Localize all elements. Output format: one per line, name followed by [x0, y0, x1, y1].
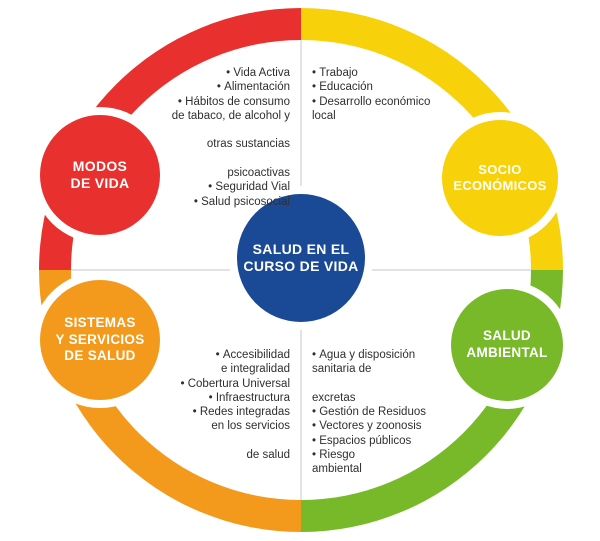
modos-item: Salud psicosocial — [140, 195, 290, 209]
sistemas-item-text: Cobertura Universal — [187, 377, 290, 390]
modos-item-text: otras sustancias — [206, 138, 290, 151]
ambiental-item-text: sanitaria de — [312, 363, 372, 376]
sistemas-item-text: e integralidad — [220, 363, 290, 376]
modos-item: Vida Activa — [140, 66, 290, 80]
label-sistemas-line3: DE SALUD — [64, 348, 136, 364]
ambiental-item-text: Espacios públicos — [319, 434, 412, 447]
ambiental-item-text: excretas — [312, 391, 356, 404]
ambiental-item: Espacios públicos — [312, 434, 472, 448]
modos-item: Seguridad Vial — [140, 180, 290, 194]
sistemas-item: Infraestructura — [140, 391, 290, 405]
ambiental-item: Vectores y zoonosis — [312, 419, 472, 433]
center-label: SALUD EN EL CURSO DE VIDA — [239, 222, 363, 294]
label-ambiental-line1: SALUD — [482, 328, 531, 344]
sistemas-item: Accesibilidad e integralidad — [140, 348, 290, 377]
circle-sistemas — [40, 280, 160, 400]
modos-item: Alimentación — [140, 80, 290, 94]
sistemas-item-text: Redes integradas — [199, 406, 290, 419]
label-ambiental-line2: AMBIENTAL — [466, 345, 548, 360]
sistemas-item-text: Infraestructura — [215, 391, 290, 404]
label-ambiental: SALUD AMBIENTAL — [451, 318, 563, 372]
circle-ambiental — [451, 289, 563, 401]
center-label-line1: SALUD EN EL — [252, 240, 350, 257]
label-sistemas: SISTEMAS Y SERVICIOS DE SALUD — [40, 306, 160, 374]
ambiental-item-text: Riesgo — [319, 449, 356, 462]
modos-item-text: Vida Activa — [233, 67, 290, 79]
modos-item-text: Salud psicosocial — [201, 195, 290, 208]
socio-item-text: Trabajo — [319, 67, 358, 79]
list-modos: Vida ActivaAlimentaciónHábitos de consum… — [140, 66, 290, 209]
ambiental-item: Gestión de Residuos — [312, 405, 472, 419]
label-socio-line2: ECONÓMICOS — [453, 178, 547, 193]
sistemas-item-text: de salud — [246, 449, 290, 462]
label-sistemas-line1: SISTEMAS — [64, 314, 136, 330]
label-modos: MODOS DE VIDA — [45, 145, 155, 205]
label-socio: SOCIO ECONÓMICOS — [442, 150, 558, 206]
socio-item-text: Educación — [319, 81, 373, 94]
sistemas-item-text: en los servicios — [211, 420, 290, 433]
label-socio-line1: SOCIO — [478, 161, 522, 177]
center-circle-fill — [237, 194, 365, 322]
sistemas-item: Cobertura Universal — [140, 377, 290, 391]
ambiental-item: Agua y disposición sanitaria de excretas — [312, 348, 472, 405]
socio-item-text: local — [312, 109, 336, 122]
list-sistemas: Accesibilidad e integralidadCobertura Uni… — [140, 348, 290, 462]
list-socio: TrabajoEducaciónDesarrollo económicoloca… — [312, 66, 462, 123]
center-label-line2: CURSO DE VIDA — [243, 258, 359, 274]
sistemas-item-text: Accesibilidad — [222, 349, 290, 361]
modos-item-text: Seguridad Vial — [215, 181, 290, 194]
modos-item-text: Alimentación — [224, 81, 290, 94]
ambiental-item-text: Agua y disposición — [319, 349, 416, 361]
label-modos-line2: DE VIDA — [70, 175, 130, 191]
modos-item-text: psicoactivas — [227, 167, 290, 180]
socio-item-text: Desarrollo económico — [319, 95, 431, 108]
list-ambiental: Agua y disposición sanitaria de excretasGe… — [312, 348, 472, 477]
circle-socio — [442, 120, 558, 236]
circle-modos — [40, 115, 160, 235]
modos-item-text: de tabaco, de alcohol y — [171, 109, 290, 122]
socio-item: Educación — [312, 80, 462, 94]
ambiental-item-text: ambiental — [312, 463, 362, 476]
label-sistemas-line2: Y SERVICIOS — [55, 331, 145, 347]
label-modos-line1: MODOS — [72, 157, 128, 174]
ambiental-item-text: Vectores y zoonosis — [319, 420, 422, 433]
ambiental-item-text: Gestión de Residuos — [319, 406, 426, 419]
socio-item: Trabajo — [312, 66, 462, 80]
modos-item-text: Hábitos de consumo — [185, 95, 290, 108]
